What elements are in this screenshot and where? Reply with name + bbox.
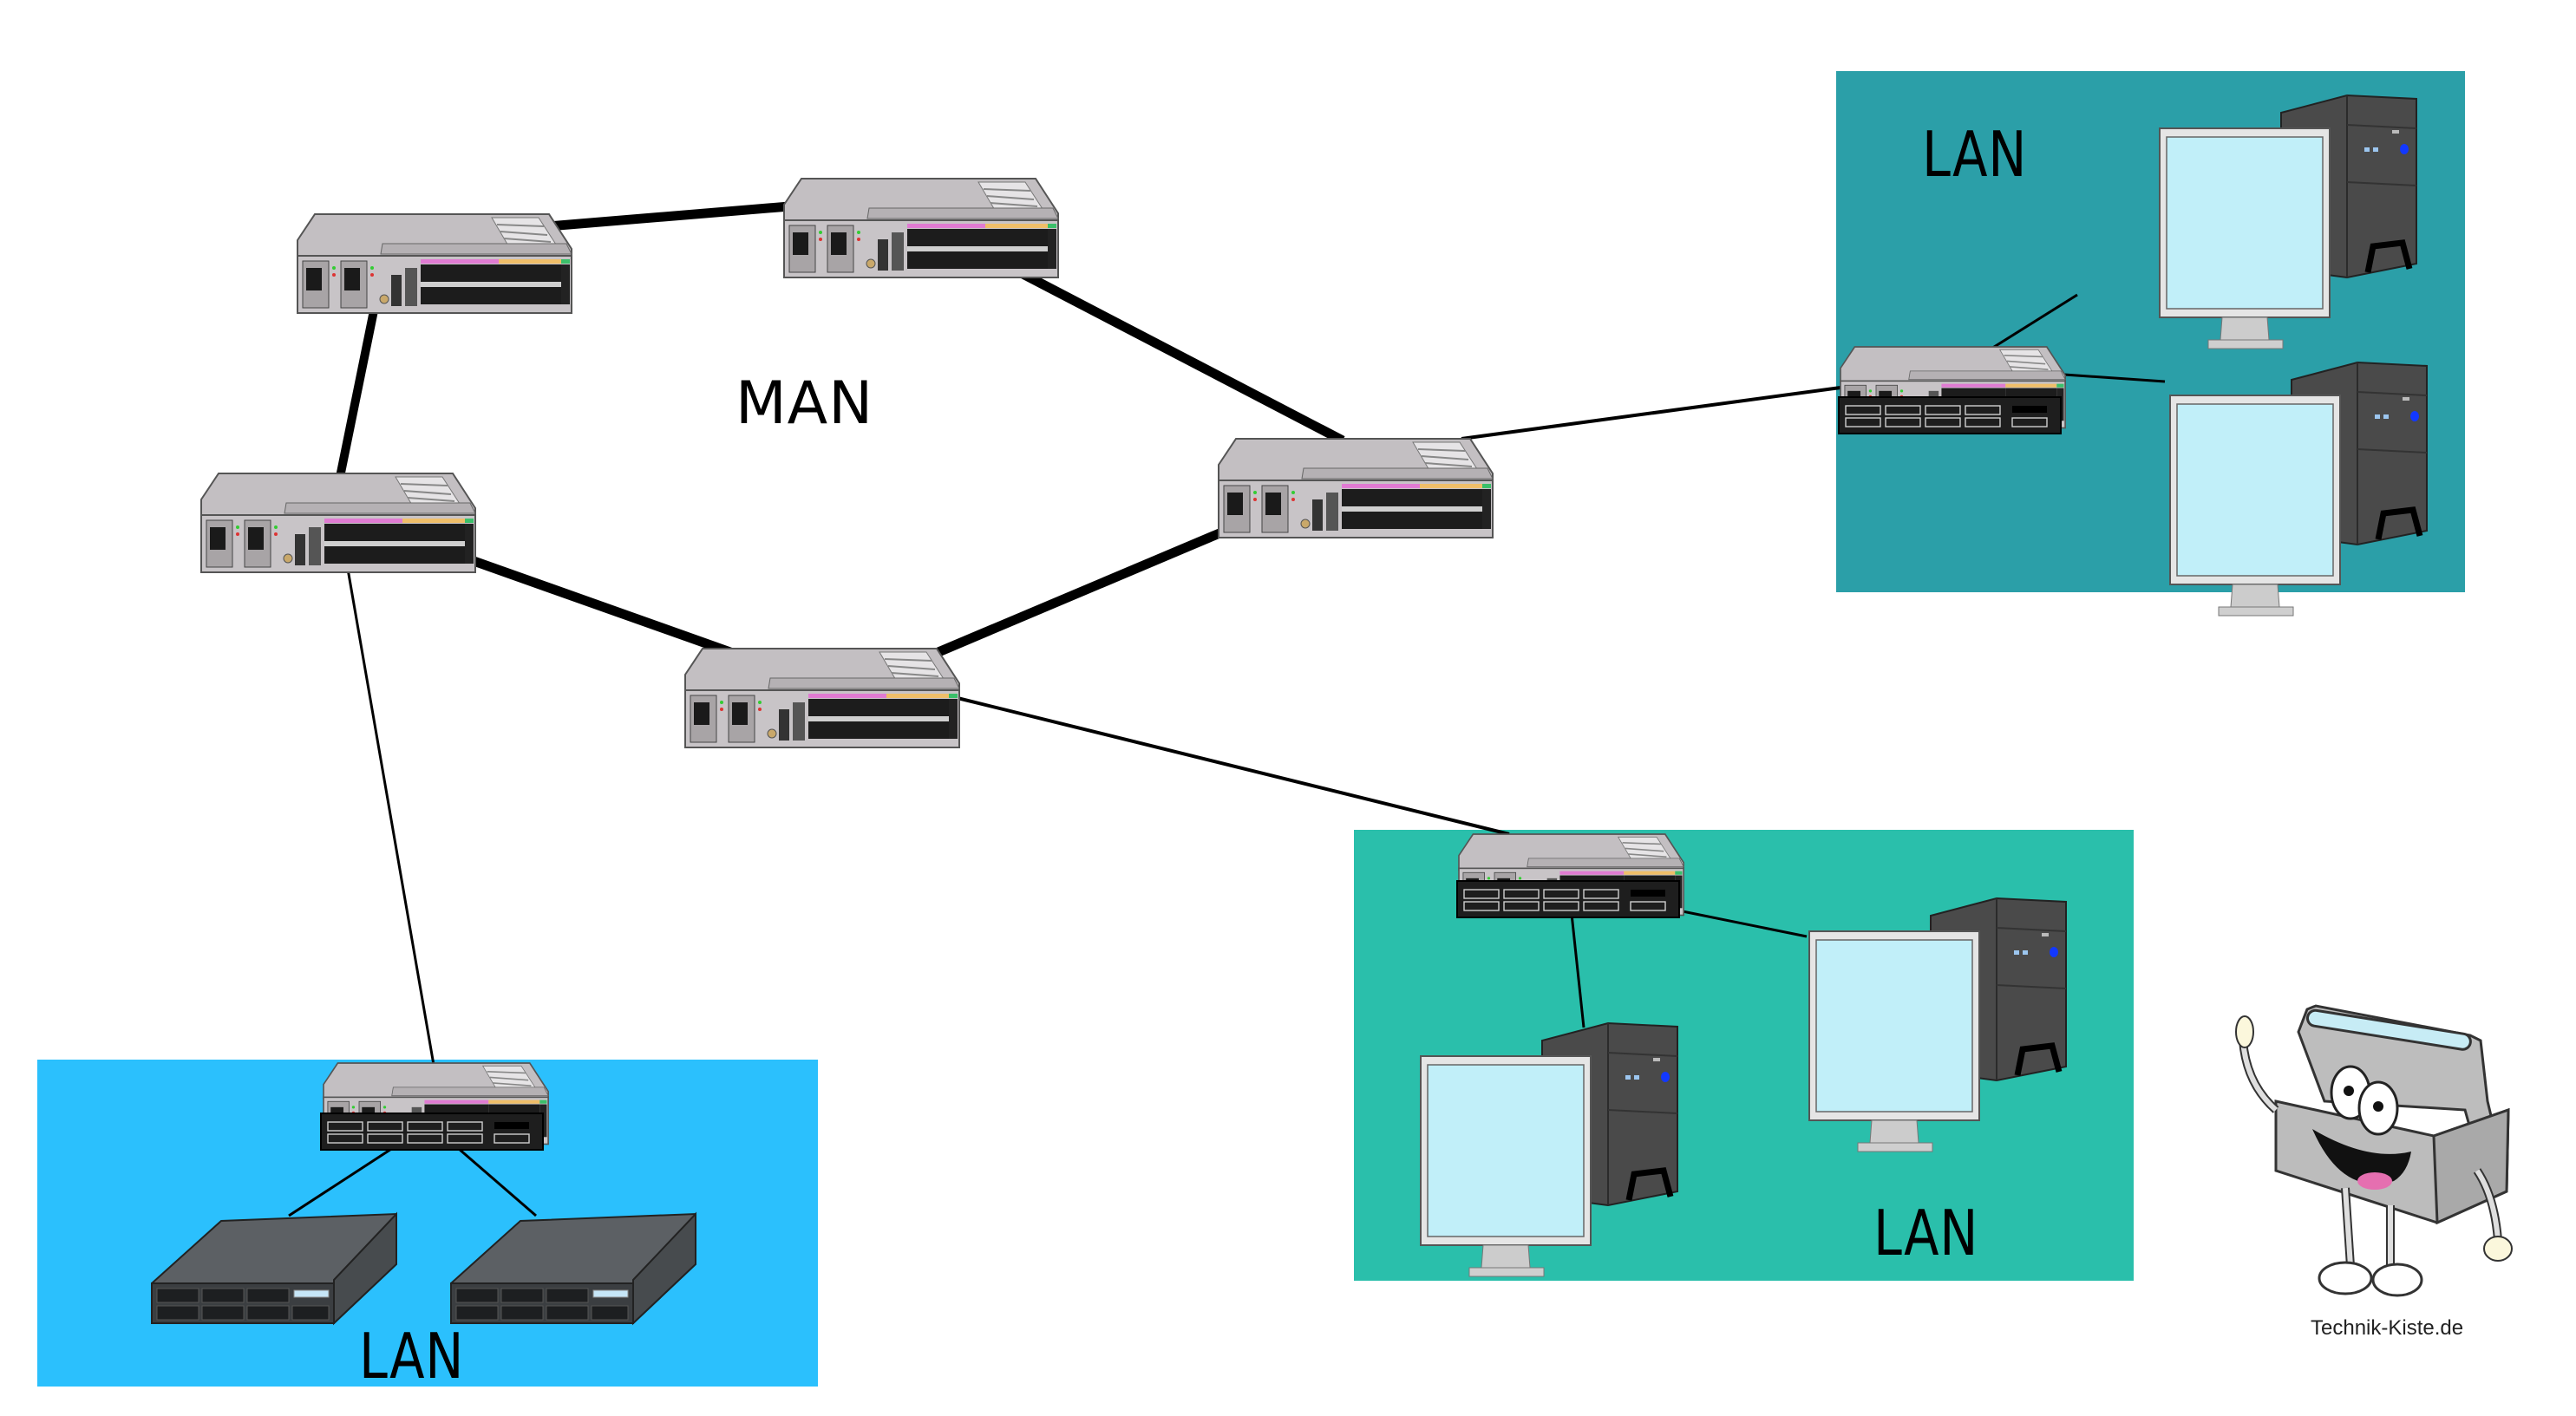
lan-servers-switch-stack — [320, 1062, 549, 1151]
link-router-a-router-b — [537, 201, 790, 232]
link-switch-pc-bottom-right — [1677, 909, 1808, 938]
toolbox-mascot — [2235, 1004, 2513, 1297]
desktop-pc-top-upper — [2160, 95, 2416, 349]
lan-label-top-pcs: LAN — [1922, 118, 2028, 191]
desktop-pc-top-lower — [2170, 362, 2427, 616]
server-left — [151, 1213, 397, 1324]
router-d — [1218, 438, 1494, 538]
link-switch-pc-bottom-left — [1570, 913, 1585, 1028]
link-switch-pc-top-lower — [2063, 373, 2166, 383]
router-c — [200, 473, 476, 573]
link-switch-server-1 — [288, 1141, 402, 1217]
link-router-c-lan-servers — [339, 528, 435, 1066]
router-b — [783, 178, 1059, 278]
router-e — [684, 648, 960, 748]
link-router-e-lan-bottom-pcs — [957, 696, 1510, 836]
lan-bottom-pcs-switch — [1456, 880, 1680, 918]
man-label: MAN — [736, 369, 874, 438]
desktop-pc-bottom-left — [1421, 1023, 1677, 1276]
lan-label-servers: LAN — [359, 1320, 465, 1393]
lan-top-pcs-switch-stack — [1838, 346, 2066, 434]
lan-bottom-pcs-switch-stack — [1456, 833, 1684, 918]
link-router-d-lan-top-pcs — [1461, 386, 1841, 440]
mascot-caption: Technik-Kiste.de — [2311, 1316, 2464, 1340]
lan-top-pcs-switch — [1838, 396, 2062, 434]
link-switch-server-2 — [451, 1141, 537, 1217]
lan-servers-switch — [320, 1113, 544, 1151]
server-right — [450, 1213, 696, 1324]
access-links — [288, 293, 2166, 1217]
router-a — [297, 213, 572, 314]
desktop-pc-bottom-right — [1809, 898, 2066, 1152]
lan-label-bottom-pcs: LAN — [1873, 1197, 1979, 1269]
